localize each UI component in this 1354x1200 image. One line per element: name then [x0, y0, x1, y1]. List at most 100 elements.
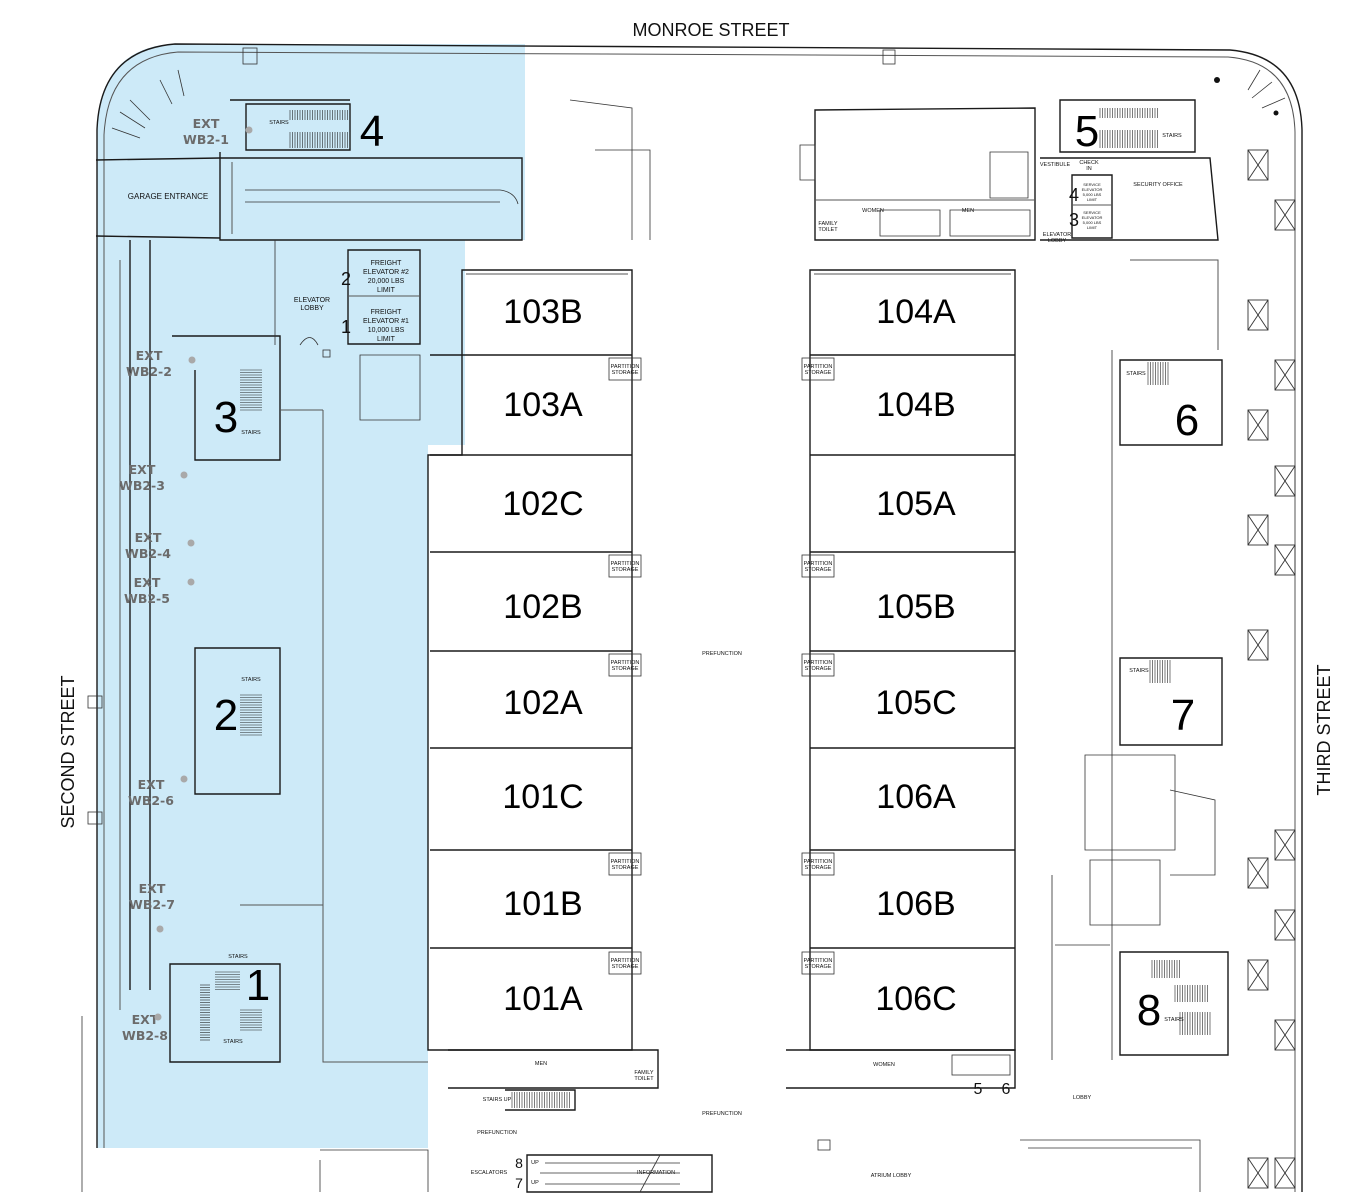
column-marker — [1247, 857, 1269, 889]
room-101C[interactable]: 101C — [502, 778, 583, 816]
exit-label-line1: EXT — [193, 116, 220, 131]
stairwell-7: 7 — [1171, 691, 1195, 740]
exit-label-line1: EXT — [138, 777, 165, 792]
exit-label-line2: WB2-2 — [126, 364, 172, 379]
check-in-line1: CHECK — [1079, 160, 1099, 166]
exit-dot — [187, 539, 195, 547]
room-dividers — [430, 354, 1015, 949]
column-marker — [1247, 299, 1269, 331]
room-105A[interactable]: 105A — [876, 485, 956, 523]
partition-storage-line2: STORAGE — [805, 666, 832, 672]
stairwell-2: 2 — [214, 691, 238, 740]
partition-storage-line1: PARTITION — [611, 364, 640, 370]
elevator-lobby-west-line2: LOBBY — [300, 305, 324, 312]
partition-storage-line2: STORAGE — [805, 964, 832, 970]
partition-storage-line2: STORAGE — [612, 964, 639, 970]
room-104A[interactable]: 104A — [876, 293, 956, 331]
partition-storage-box — [608, 357, 642, 381]
freight-1-line3: 10,000 LBS — [368, 327, 405, 334]
stairs-tags: STAIRS STAIRS STAIRS STAIRS STAIRS STAIR… — [223, 120, 1184, 1045]
elevator-lobby-east-line2: LOBBY — [1048, 238, 1067, 244]
room-105B[interactable]: 105B — [876, 588, 955, 626]
exit-dot — [187, 578, 195, 586]
passenger-elevator-6-number: 6 — [1002, 1081, 1011, 1098]
freight-1-line4: LIMIT — [377, 336, 396, 343]
partition-storage-line1: PARTITION — [804, 660, 833, 666]
escalator-up-label: UP — [531, 1180, 539, 1186]
room-101A[interactable]: 101A — [503, 980, 583, 1018]
room-102A[interactable]: 102A — [503, 684, 583, 722]
room-102C[interactable]: 102C — [502, 485, 583, 523]
women-label: WOMEN — [862, 208, 884, 214]
freight-2-line4: LIMIT — [377, 287, 396, 294]
room-101B[interactable]: 101B — [503, 885, 582, 923]
stairs-up-label: STAIRS UP — [483, 1097, 512, 1103]
stairs-tag: STAIRS — [1162, 133, 1182, 139]
column-marker — [1274, 359, 1296, 391]
rooms-east: 104A 104B 105A 105B 105C 106A 106B 106C — [875, 293, 956, 1018]
column-marker — [1274, 465, 1296, 497]
room-103B[interactable]: 103B — [503, 293, 582, 331]
room-104B[interactable]: 104B — [876, 386, 955, 424]
room-103A[interactable]: 103A — [503, 386, 583, 424]
partition-storage-box — [801, 357, 835, 381]
facility-labels: GARAGE ENTRANCE ELEVATOR LOBBY FREIGHT E… — [128, 160, 1183, 1191]
stair-hatches-west — [200, 110, 351, 1041]
exit-dot — [245, 126, 253, 134]
stair-hatches-east — [511, 108, 1211, 1108]
street-label-east: THIRD STREET — [1314, 664, 1334, 795]
family-toilet-line2: TOILET — [818, 227, 838, 233]
freight-elevator-2-number: 2 — [341, 269, 351, 289]
partition-storage-box — [608, 554, 642, 578]
stairs-tag: STAIRS — [269, 120, 289, 126]
south-structures — [319, 1049, 1201, 1193]
atrium-lobby-label: ATRIUM LOBBY — [871, 1173, 912, 1179]
column-marker — [1274, 1157, 1296, 1189]
exit-dot — [188, 356, 196, 364]
stairs-tag: STAIRS — [1164, 1017, 1184, 1023]
room-106C[interactable]: 106C — [875, 980, 956, 1018]
escalator-7-number: 7 — [515, 1175, 523, 1191]
room-106A[interactable]: 106A — [876, 778, 956, 816]
column-marker — [1247, 959, 1269, 991]
service-elev-4-line2: ELEVATOR — [1082, 187, 1103, 192]
escalator-up-label: UP — [531, 1160, 539, 1166]
stairs-tag: STAIRS — [241, 677, 261, 683]
prefunction-southwest-label: PREFUNCTION — [477, 1130, 517, 1136]
room-105C[interactable]: 105C — [875, 684, 956, 722]
partition-storage-line1: PARTITION — [611, 859, 640, 865]
room-102B[interactable]: 102B — [503, 588, 582, 626]
partition-storage-line2: STORAGE — [805, 567, 832, 573]
family-toilet-line1: FAMILY — [818, 221, 837, 227]
exit-dot — [180, 775, 188, 783]
exit-label-line2: WB2-8 — [122, 1028, 168, 1043]
service-elevator-4-number: 4 — [1069, 185, 1079, 205]
partition-storage-line2: STORAGE — [805, 865, 832, 871]
service-elev-4-line1: SERVICE — [1083, 182, 1101, 187]
street-label-west: SECOND STREET — [58, 675, 78, 828]
exit-label-line1: EXT — [129, 462, 156, 477]
partition-storage-box — [608, 653, 642, 677]
freight-1-line2: ELEVATOR #1 — [363, 318, 409, 325]
exit-label-line1: EXT — [135, 530, 162, 545]
column-marker — [1247, 409, 1269, 441]
exit-label-line2: WB2-7 — [129, 897, 175, 912]
men-label: MEN — [962, 208, 974, 214]
exit-dot — [180, 471, 188, 479]
room-106B[interactable]: 106B — [876, 885, 955, 923]
partition-storage-line2: STORAGE — [612, 865, 639, 871]
partition-storage-group: PARTITIONSTORAGEPARTITIONSTORAGEPARTITIO… — [608, 357, 835, 975]
garage-entrance-label: GARAGE ENTRANCE — [128, 192, 208, 201]
stairs-tag: STAIRS — [228, 954, 248, 960]
lobby-label: LOBBY — [1073, 1095, 1092, 1101]
exit-label-line2: WB2-1 — [183, 132, 229, 147]
northeast-walls — [230, 99, 1219, 241]
column-marker — [1247, 149, 1269, 181]
service-elev-3-line3: 5,000 LBS — [1083, 220, 1102, 225]
column-marker — [1274, 199, 1296, 231]
partition-storage-box — [801, 554, 835, 578]
partition-storage-box — [608, 852, 642, 876]
west-walls — [95, 103, 523, 1063]
escalator-8-number: 8 — [515, 1155, 523, 1171]
